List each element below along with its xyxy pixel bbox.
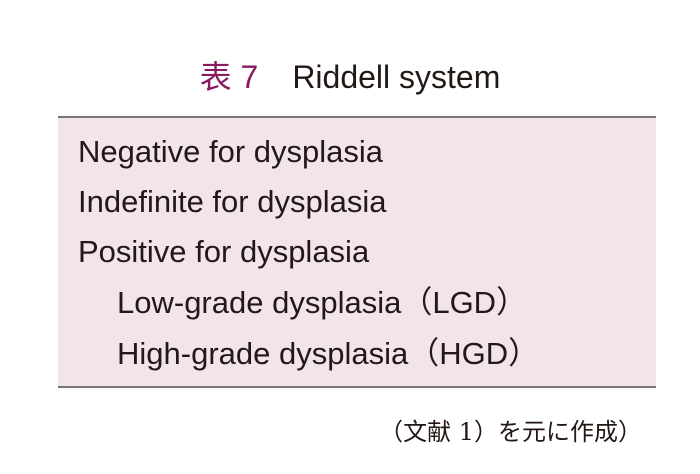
table-number: 表 7 <box>199 59 259 95</box>
table-row: High-grade dysplasia（HGD） <box>117 336 540 371</box>
table-row: Negative for dysplasia <box>78 134 383 169</box>
table-row: Indefinite for dysplasia <box>78 184 387 219</box>
table-body: Negative for dysplasia Indefinite for dy… <box>58 116 656 388</box>
table-title-text: Riddell system <box>292 59 501 95</box>
table-title: 表 7 Riddell system <box>0 52 700 98</box>
table-row: Low-grade dysplasia（LGD） <box>117 285 528 320</box>
table-row: Positive for dysplasia <box>78 234 370 269</box>
footnote: （文献 1）を元に作成） <box>379 418 642 446</box>
